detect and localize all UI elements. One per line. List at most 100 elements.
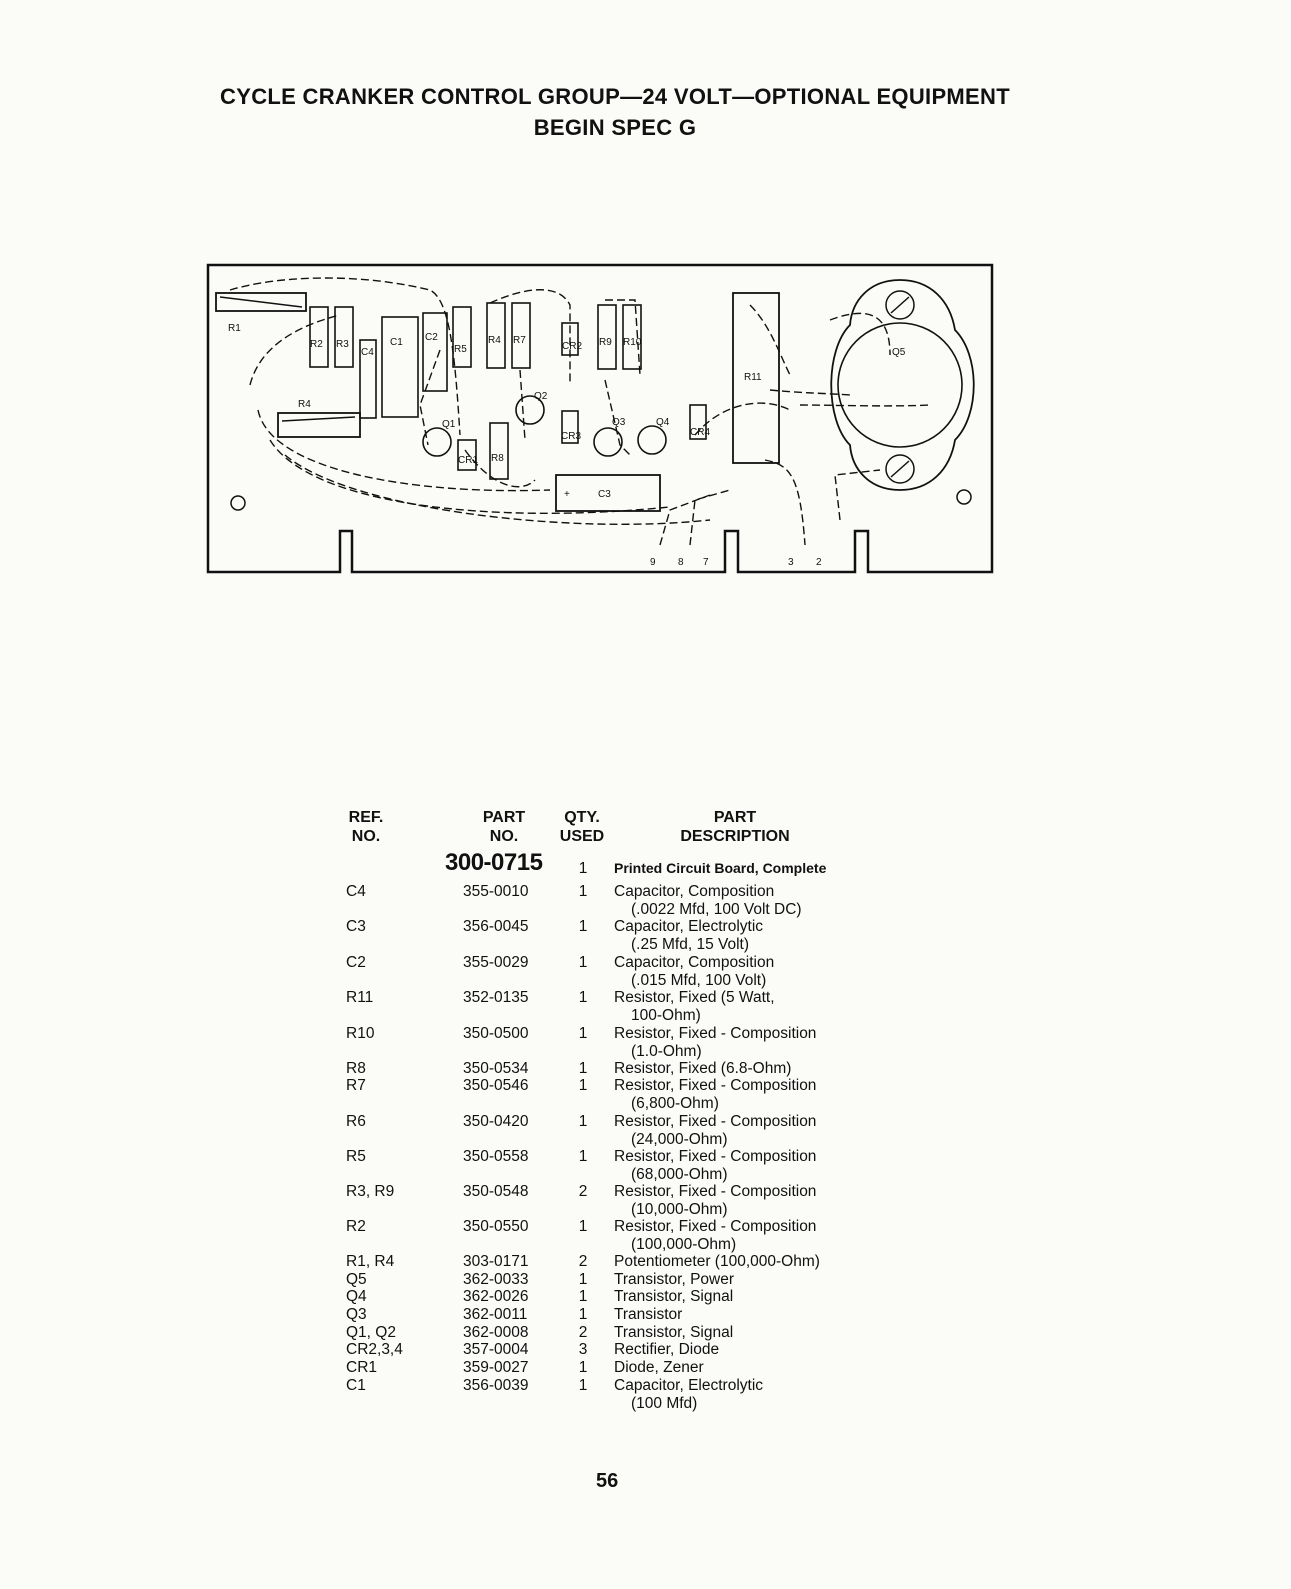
part-description: Capacitor, Electrolytic xyxy=(614,1377,764,1394)
label-cr2: CR2 xyxy=(562,341,582,352)
page-subtitle: BEGIN SPEC G xyxy=(533,115,697,140)
transistor-q1 xyxy=(422,427,452,457)
part-no: 350-0558 xyxy=(463,1148,529,1165)
part-description: Transistor, Signal xyxy=(614,1324,734,1341)
qty-used: 2 xyxy=(578,1183,588,1200)
part-no: 362-0026 xyxy=(463,1288,529,1305)
board-outline xyxy=(206,263,994,574)
label-r11: R11 xyxy=(744,372,762,383)
ref-no: R1, R4 xyxy=(346,1253,395,1270)
transistor-q5-case xyxy=(830,279,975,491)
capacitor-c1 xyxy=(381,316,419,418)
ref-no: Q4 xyxy=(346,1288,367,1305)
part-no: 350-0546 xyxy=(463,1077,529,1094)
page-number: 56 xyxy=(596,1470,619,1492)
header-qty-used: QTY.USED xyxy=(559,809,605,845)
ref-no: Q1, Q2 xyxy=(346,1324,396,1341)
qty-used: 1 xyxy=(578,1377,588,1394)
part-description: Resistor, Fixed - Composition xyxy=(614,1113,817,1130)
diode-cr1 xyxy=(457,439,477,471)
label-c4: C4 xyxy=(361,347,374,358)
qty-used: 1 xyxy=(578,1306,588,1323)
part-description: Rectifier, Diode xyxy=(614,1341,720,1358)
capacitor-c4 xyxy=(359,339,377,419)
resistor-r9 xyxy=(597,304,617,370)
part-description: Resistor, Fixed - Composition xyxy=(614,1218,817,1235)
part-description: Resistor, Fixed - Composition xyxy=(614,1077,817,1094)
label-q1: Q1 xyxy=(442,419,456,430)
part-description-detail: (6,800-Ohm) xyxy=(631,1095,719,1112)
potentiometer-r1 xyxy=(215,292,307,312)
mounting-hole-right xyxy=(956,489,972,505)
label-r2: R2 xyxy=(310,339,323,350)
ref-no: R5 xyxy=(346,1148,366,1165)
transistor-q4 xyxy=(637,425,667,455)
qty-used: 2 xyxy=(578,1324,588,1341)
part-description: Resistor, Fixed - Composition xyxy=(614,1183,817,1200)
label-cr4: CR4 xyxy=(690,427,710,438)
ref-no: R2 xyxy=(346,1218,366,1235)
part-no: 350-0550 xyxy=(463,1218,529,1235)
ref-no: CR2,3,4 xyxy=(346,1341,403,1358)
part-no: 350-0500 xyxy=(463,1025,529,1042)
part-no: 350-0534 xyxy=(463,1060,529,1077)
part-no: 357-0004 xyxy=(463,1341,529,1358)
ref-no: R7 xyxy=(346,1077,366,1094)
part-description: Capacitor, Composition xyxy=(614,954,775,971)
label-c3: C3 xyxy=(598,489,611,500)
part-no: 356-0039 xyxy=(463,1377,529,1394)
resistor-r11 xyxy=(732,292,780,464)
label-r4-top: R4 xyxy=(488,335,501,346)
resistor-r10 xyxy=(622,304,642,370)
diode-cr2 xyxy=(561,322,579,356)
resistor-r2 xyxy=(309,306,329,368)
potentiometer-r4 xyxy=(277,412,361,438)
part-no: 355-0010 xyxy=(463,883,529,900)
part-description: Potentiometer (100,000-Ohm) xyxy=(614,1253,820,1270)
diode-cr4 xyxy=(689,404,707,440)
part-no: 362-0011 xyxy=(463,1306,528,1323)
resistor-r8 xyxy=(489,422,509,480)
part-description: Capacitor, Composition xyxy=(614,883,775,900)
ref-no: CR1 xyxy=(346,1359,378,1376)
ref-no: C3 xyxy=(346,918,366,935)
ref-no: R3, R9 xyxy=(346,1183,395,1200)
pin-label-2: 2 xyxy=(816,557,822,568)
qty-used: 1 xyxy=(578,1271,588,1288)
qty-used: 1 xyxy=(578,1359,588,1376)
label-q3: Q3 xyxy=(612,417,626,428)
capacitor-c3 xyxy=(555,474,661,512)
ref-no: Q5 xyxy=(346,1271,367,1288)
part-description: Transistor, Signal xyxy=(614,1288,734,1305)
part-description-detail: (68,000-Ohm) xyxy=(631,1166,728,1183)
ref-no: R10 xyxy=(346,1025,375,1042)
part-description: Resistor, Fixed - Composition xyxy=(614,1025,817,1042)
qty-used: 1 xyxy=(578,1113,588,1130)
header-ref-no: REF.NO. xyxy=(348,809,384,845)
transistor-q2 xyxy=(515,395,545,425)
label-r1: R1 xyxy=(228,323,241,334)
part-no: 359-0027 xyxy=(463,1359,529,1376)
part-description-detail: (.015 Mfd, 100 Volt) xyxy=(631,972,767,989)
qty-used: 1 xyxy=(578,1025,588,1042)
qty-used: 1 xyxy=(578,989,588,1006)
qty-used: 1 xyxy=(578,1148,588,1165)
part-description-detail: (.0022 Mfd, 100 Volt DC) xyxy=(631,901,802,918)
label-q5: Q5 xyxy=(892,347,906,358)
qty-used: 1 xyxy=(578,883,588,900)
part-no: 362-0008 xyxy=(463,1324,529,1341)
part-no: 303-0171 xyxy=(463,1253,529,1270)
part-no: 352-0135 xyxy=(463,989,529,1006)
label-r3: R3 xyxy=(336,339,349,350)
resistor-r5 xyxy=(452,306,472,368)
qty-used: 1 xyxy=(578,918,588,935)
label-c2: C2 xyxy=(425,332,438,343)
transistor-q3 xyxy=(593,427,623,457)
ref-no: C2 xyxy=(346,954,366,971)
part-description-detail: (1.0-Ohm) xyxy=(631,1043,702,1060)
circuit-board-diagram: R1 R4 R2 R3 C4 C1 C2 R5 R4 R7 CR2 R9 R10… xyxy=(206,263,994,574)
label-r5: R5 xyxy=(454,344,467,355)
part-description-detail: (.25 Mfd, 15 Volt) xyxy=(631,936,750,953)
part-description: Resistor, Fixed (5 Watt, xyxy=(614,989,775,1006)
resistor-r3 xyxy=(334,306,354,368)
